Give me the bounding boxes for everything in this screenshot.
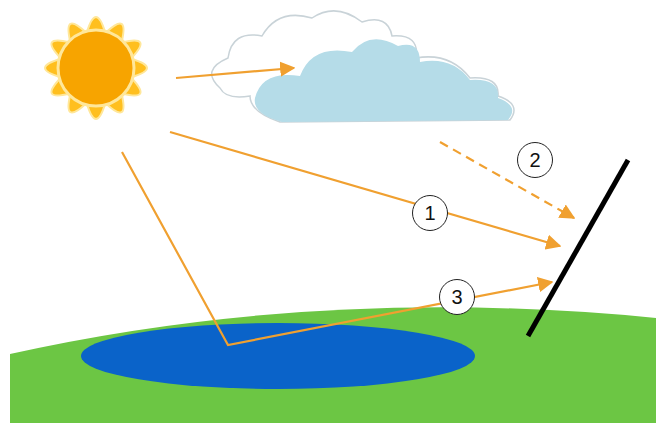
light-rays	[122, 68, 574, 345]
callout-number: 3	[451, 287, 462, 307]
cloud	[212, 11, 514, 122]
lake	[81, 323, 475, 389]
callout-circle: 1	[412, 195, 448, 231]
callout-number: 2	[529, 150, 540, 170]
sun	[45, 17, 147, 119]
callout-circle: 3	[439, 279, 475, 315]
solar-panel	[528, 160, 628, 336]
callout-circle: 2	[517, 142, 553, 178]
callout-number: 1	[424, 203, 435, 223]
